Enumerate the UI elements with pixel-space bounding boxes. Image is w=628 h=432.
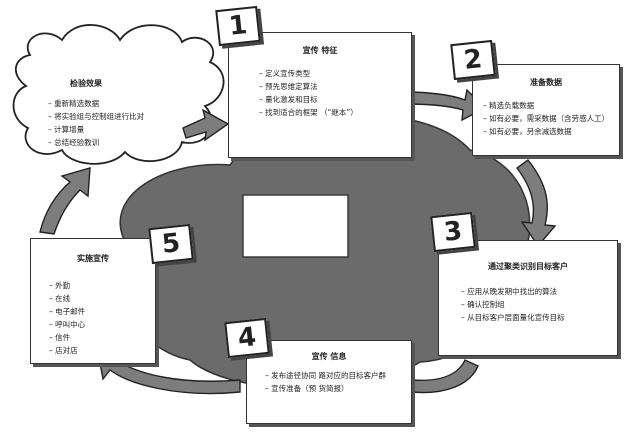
- step3-title: 通过聚类识别目标客户: [488, 262, 568, 271]
- step5-item: 呼叫中心: [49, 318, 85, 331]
- step5-item: 店对店: [49, 344, 85, 357]
- arrow-step5-to-cloud: [39, 167, 91, 235]
- step2-item: 如有必要，需采数据（含劳感人工）: [483, 112, 609, 125]
- center-box: [242, 194, 349, 258]
- step2-item: 精选负载数据: [483, 99, 609, 112]
- step1-title: 宣传 特征: [302, 46, 338, 55]
- step3-item: 确认控制组: [461, 298, 565, 311]
- step1-item: 量化激发和目标: [259, 93, 358, 106]
- step3-item: 从目标客户层面量化宣传目标: [461, 311, 565, 324]
- step5-item: 电子邮件: [49, 305, 85, 318]
- step4-item: 发布途径协同 路对应的目标客户群: [265, 369, 405, 382]
- step3-number: 3: [430, 211, 476, 253]
- step1-item: 定义宣传类型: [259, 67, 358, 80]
- step1-number: 1: [215, 5, 261, 47]
- step4-item: 宣传准备（预 货简报）: [265, 382, 405, 395]
- cloud-item: 计算增量: [48, 123, 198, 136]
- step4-panel: 宣传 信息 发布途径协同 路对应的目标客户群 宣传准备（预 货简报）: [246, 340, 412, 424]
- step2-number: 2: [450, 39, 496, 81]
- step2-item: 如有必要，另余减选数据: [483, 125, 609, 138]
- cloud-item: 重新精选数据: [48, 97, 198, 110]
- step5-item: 外勤: [49, 279, 85, 292]
- cloud-title: 检验效果: [70, 79, 102, 88]
- step4-number: 4: [224, 317, 270, 359]
- step5-item: 信件: [49, 331, 85, 344]
- step1-item: 预先思维定算法: [259, 80, 358, 93]
- step1-item: 找到适合的框架 （“继本”）: [259, 106, 358, 119]
- step3-item: 应用从晚发期中找出的算法: [461, 285, 565, 298]
- cloud-item: 总结经验教训: [48, 136, 198, 149]
- step1-panel: 宣传 特征 定义宣传类型 预先思维定算法 量化激发和目标 找到适合的框架 （“继…: [228, 32, 412, 158]
- results-cloud: 检验效果 重新精选数据 将实验组与控制组进行比对 计算增量 总结经验教训: [48, 78, 198, 149]
- step2-title: 准备数据: [530, 78, 562, 87]
- step5-number: 5: [148, 223, 194, 265]
- step2-panel: 准备数据 精选负载数据 如有必要，需采数据（含劳感人工） 如有必要，另余减选数据: [472, 64, 620, 156]
- step5-title: 实施宣传: [77, 254, 109, 263]
- cloud-item: 将实验组与控制组进行比对: [48, 110, 198, 123]
- step5-item: 在线: [49, 292, 85, 305]
- step3-panel: 通过聚类识别目标客户 应用从晚发期中找出的算法 确认控制组 从目标客户层面量化宣…: [438, 240, 618, 356]
- step5-panel: 实施宣传 外勤 在线 电子邮件 呼叫中心 信件 店对店: [30, 238, 156, 364]
- step4-title: 宣传 信息: [311, 352, 347, 361]
